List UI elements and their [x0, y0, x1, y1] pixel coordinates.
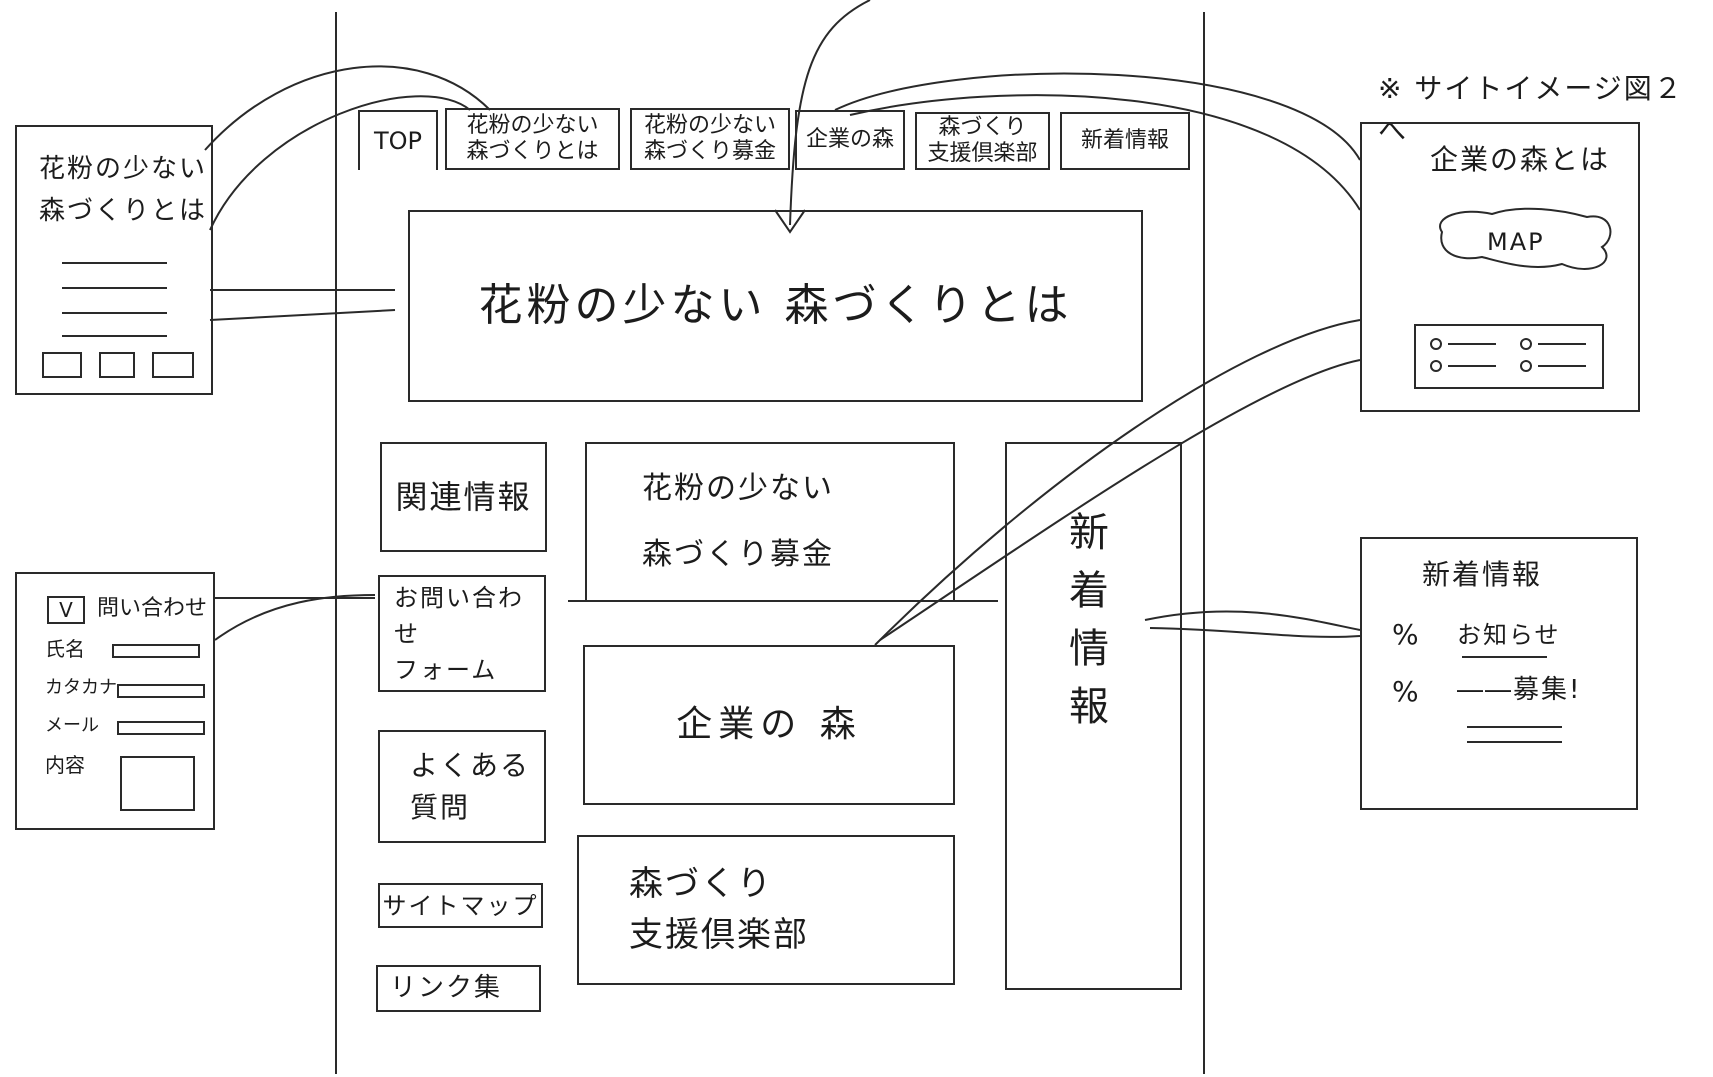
connector-news-upper: [1144, 610, 1361, 631]
contact-form-title: 問い合わせ: [97, 596, 208, 621]
text-line: [1467, 741, 1562, 743]
hero-title: 花粉の少ない 森づくりとは: [478, 280, 1073, 331]
center-item-label: 花粉の少ない 森づくり募金: [642, 471, 834, 572]
tab-support-club[interactable]: 森づくり 支援倶楽部: [915, 112, 1050, 170]
connector-about-bottom: [209, 95, 471, 231]
name-field: [112, 644, 200, 658]
thumbnail-box: [152, 352, 194, 378]
map-label: MAP: [1487, 228, 1545, 256]
news-item-underline: [1462, 656, 1547, 658]
center-item-support-club[interactable]: 森づくり 支援倶楽部: [577, 835, 955, 985]
news-item-text: ――募集!: [1457, 675, 1582, 705]
tab-news[interactable]: 新着情報: [1060, 112, 1190, 170]
center-item-label: 企業の 森: [676, 704, 862, 745]
email-field: [117, 721, 205, 735]
news-item-mark: %: [1392, 675, 1421, 708]
sidebar-item-label: よくある 質問: [410, 748, 531, 824]
text-line: [1467, 726, 1562, 728]
connector-map-lower: [879, 359, 1361, 641]
center-item-company-forest[interactable]: 企業の 森: [583, 645, 955, 805]
map-legend-icon: [1430, 338, 1586, 372]
text-line: [62, 262, 167, 264]
callout-about-page: 花粉の少ない 森づくりとは: [15, 125, 213, 395]
page-note: ※ サイトイメージ図２へ: [1378, 72, 1684, 147]
sidebar-item-label: サイトマップ: [382, 891, 539, 920]
sidebar-item-contact-form[interactable]: お問い合わせ フォーム: [378, 575, 546, 692]
checkbox-mark: V: [59, 598, 73, 622]
center-item-label: 森づくり 支援倶楽部: [629, 864, 809, 955]
connector-contact-lower: [214, 594, 376, 641]
connector-map-upper: [874, 319, 1361, 646]
connector-news-lower: [1149, 627, 1361, 638]
field-label-name: 氏名: [45, 637, 85, 661]
callout-news: 新着情報 % お知らせ % ――募集!: [1360, 537, 1638, 810]
tab-top[interactable]: TOP: [358, 110, 438, 170]
kana-field: [117, 684, 205, 698]
map-legend-box: [1414, 324, 1604, 389]
field-label-message: 内容: [45, 753, 85, 777]
news-column-label: 新 着 情 報: [1069, 510, 1111, 730]
news-item-mark: %: [1392, 618, 1421, 651]
center-item-fund[interactable]: 花粉の少ない 森づくり募金: [585, 442, 955, 602]
center-divider: [568, 600, 998, 602]
map-shape-icon: [1439, 207, 1612, 270]
thumbnail-box: [99, 352, 135, 378]
sidebar-item-label: お問い合わせ フォーム: [394, 583, 524, 684]
connector-hero-lower: [209, 309, 396, 321]
tab-about[interactable]: 花粉の少ない 森づくりとは: [445, 108, 620, 170]
sidebar-item-sitemap[interactable]: サイトマップ: [378, 883, 543, 928]
callout-news-title: 新着情報: [1422, 558, 1543, 591]
connector-top-arrow: [789, 0, 871, 226]
sidebar-item-faq[interactable]: よくある 質問: [378, 730, 546, 843]
sidebar-item-label: リンク集: [390, 973, 503, 1003]
page-frame: [335, 12, 1205, 1074]
news-item-text: お知らせ: [1457, 621, 1561, 649]
connector-company-top: [834, 72, 1361, 161]
message-field: [120, 756, 195, 811]
callout-contact-form: V 問い合わせ 氏名 カタカナ メール 内容: [15, 572, 215, 830]
arrow-head-icon: [774, 209, 806, 234]
text-line: [62, 335, 167, 337]
thumbnail-box: [42, 352, 82, 378]
tab-fund[interactable]: 花粉の少ない 森づくり募金: [630, 108, 790, 170]
callout-company-title: 企業の森とは: [1430, 143, 1611, 176]
field-label-kana: カタカナ: [45, 677, 117, 698]
sidebar-item-label: 関連情報: [395, 478, 532, 516]
checkbox-icon: V: [47, 596, 85, 624]
text-line: [62, 287, 167, 289]
connector-about-top: [204, 65, 491, 151]
news-column[interactable]: 新 着 情 報: [1005, 442, 1182, 990]
field-label-email: メール: [45, 715, 99, 736]
tab-company-forest[interactable]: 企業の森: [795, 110, 905, 170]
callout-about-title: 花粉の少ない 森づくりとは: [39, 154, 208, 226]
sidebar-item-links[interactable]: リンク集: [376, 965, 541, 1012]
text-line: [62, 312, 167, 314]
sidebar-item-related-info[interactable]: 関連情報: [380, 442, 547, 552]
callout-company-forest: 企業の森とは MAP: [1360, 122, 1640, 412]
connector-company-bottom: [849, 94, 1361, 211]
hero-banner[interactable]: 花粉の少ない 森づくりとは: [408, 210, 1143, 402]
